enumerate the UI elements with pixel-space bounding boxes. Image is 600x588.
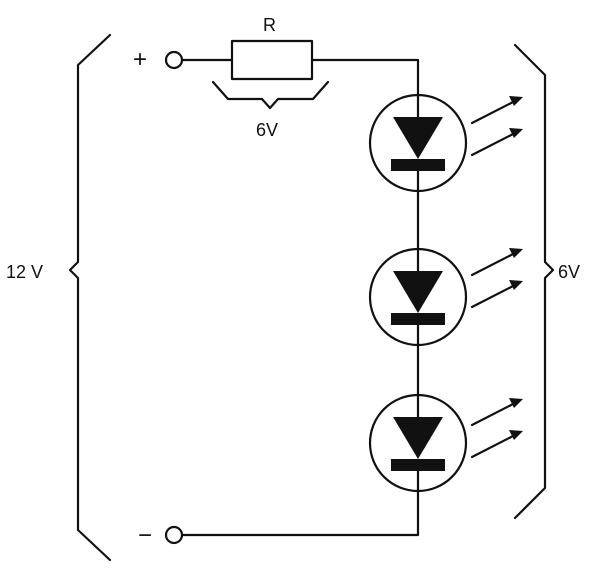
- positive-terminal: [164, 50, 184, 70]
- led-2-anode-triangle: [393, 271, 443, 313]
- led-2-cathode-bar: [391, 313, 445, 325]
- wire-resistor-to-leds: [310, 58, 420, 99]
- led-1: [368, 93, 523, 193]
- led-1-light-arrows: [470, 96, 523, 157]
- led-2-light-arrows: [470, 248, 523, 309]
- positive-terminal-label: +: [133, 46, 147, 73]
- led-3: [368, 393, 523, 493]
- led-3-anode-triangle: [393, 417, 443, 459]
- negative-terminal: [164, 525, 184, 545]
- supply-brace: [68, 33, 112, 562]
- led-1-cathode-bar: [391, 159, 445, 171]
- led-3-cathode-bar: [391, 459, 445, 471]
- led-3-light-arrows: [470, 398, 523, 459]
- resistor-voltage-label: 6V: [256, 120, 278, 140]
- wire-leds-to-negative: [180, 489, 420, 537]
- led-2: [368, 247, 523, 347]
- resistor-voltage-brace: [211, 80, 330, 110]
- supply-voltage-label: 12 V: [6, 262, 43, 282]
- resistor-label: R: [263, 15, 276, 35]
- negative-terminal-label: −: [138, 522, 152, 549]
- led-voltage-label: 6V: [558, 262, 580, 282]
- led-1-anode-triangle: [393, 117, 443, 159]
- resistor: [230, 39, 314, 81]
- led-brace: [513, 43, 555, 520]
